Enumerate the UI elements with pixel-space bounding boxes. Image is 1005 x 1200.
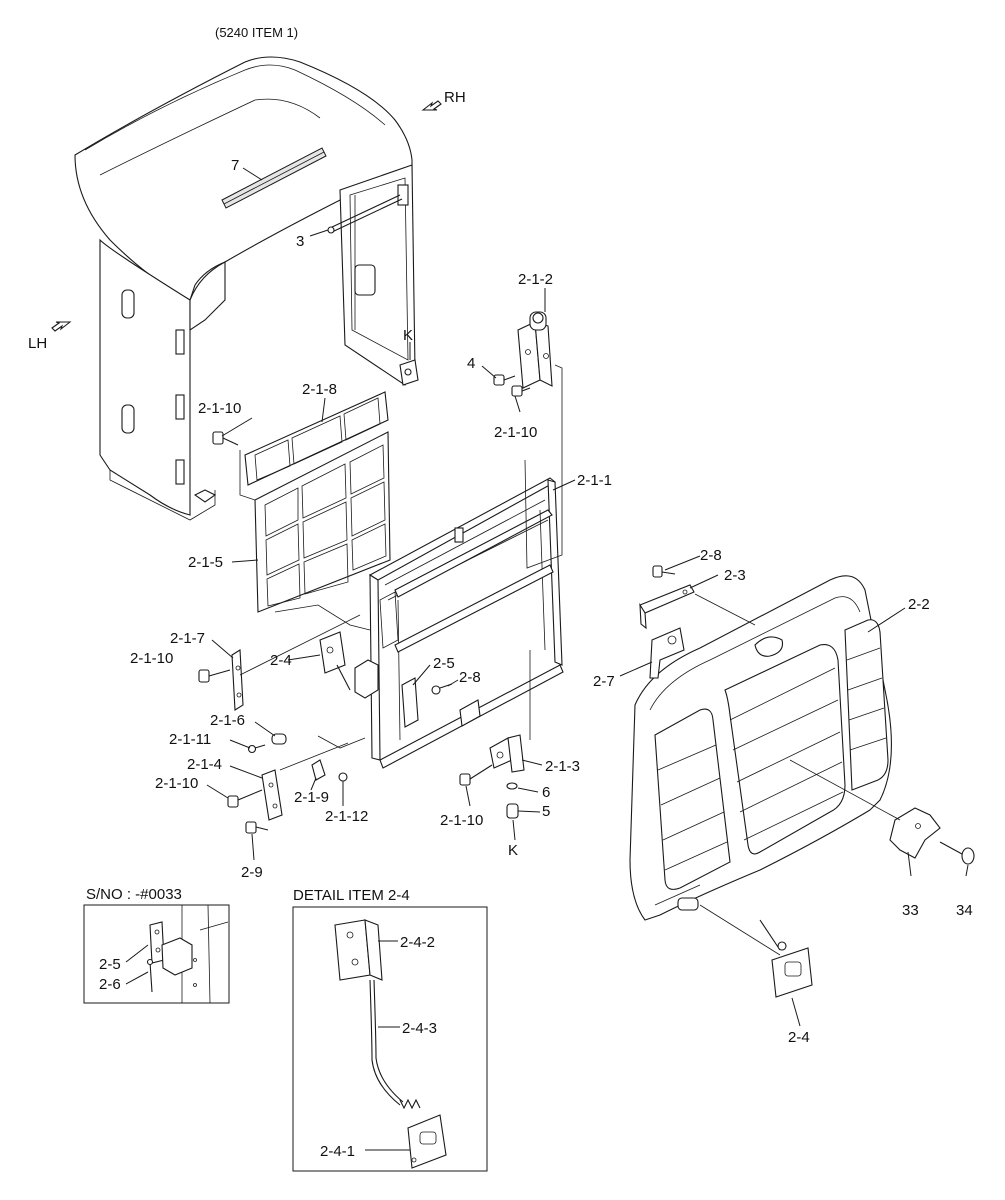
bolt-2-1-10-b xyxy=(212,431,239,446)
callout-2-1-10-a: 2-1-10 xyxy=(494,424,537,441)
screen-2-1-8 xyxy=(244,391,389,486)
hinge-2-1-3 xyxy=(489,734,525,773)
pin-2-1-6 xyxy=(271,733,287,745)
callout-detail-2-4-3: 2-4-3 xyxy=(402,1020,437,1037)
detail-box xyxy=(292,906,488,1172)
callout-2-3: 2-3 xyxy=(724,567,746,584)
callout-2-1-10-e: 2-1-10 xyxy=(440,812,483,829)
callout-4: 4 xyxy=(467,355,475,372)
nut-2-1-12 xyxy=(338,772,348,782)
callout-2-1-8: 2-1-8 xyxy=(302,381,337,398)
bolt-2-1-10-d xyxy=(227,789,263,808)
callout-k-top: K xyxy=(403,327,413,344)
callout-33: 33 xyxy=(902,902,919,919)
latch-2-4 xyxy=(319,631,351,691)
callout-detail-2-4-1: 2-4-1 xyxy=(320,1143,355,1160)
screen-2-1-5 xyxy=(254,431,391,613)
callout-2-8-b: 2-8 xyxy=(459,669,481,686)
cab-enclosure xyxy=(74,56,419,521)
rh-arrow-icon xyxy=(421,100,442,111)
callout-2-1-7: 2-1-7 xyxy=(170,630,205,647)
callout-2-8-a: 2-8 xyxy=(700,547,722,564)
screw-2-1-11 xyxy=(247,744,266,754)
callout-2-2: 2-2 xyxy=(908,596,930,613)
callout-2-1-10-c: 2-1-10 xyxy=(130,650,173,667)
callout-k-bottom: K xyxy=(508,842,518,859)
bolt-2-1-10-e xyxy=(459,764,493,786)
leader-lines xyxy=(206,167,969,1027)
bolt-34 xyxy=(939,841,975,865)
callout-2-1-10-b: 2-1-10 xyxy=(198,400,241,417)
callout-2-7: 2-7 xyxy=(593,673,615,690)
callout-3: 3 xyxy=(296,233,304,250)
bracket-2-3 xyxy=(639,584,695,630)
serial-box-title: S/NO : -#0033 xyxy=(86,886,182,903)
bracket-2-1-4 xyxy=(261,769,283,821)
plate-33 xyxy=(889,807,941,859)
callout-2-1-12: 2-1-12 xyxy=(325,808,368,825)
bolt-2-8-a xyxy=(652,565,676,578)
callout-34: 34 xyxy=(956,902,973,919)
striker-2-5 xyxy=(354,659,453,728)
callout-2-9: 2-9 xyxy=(241,864,263,881)
callout-2-1-11: 2-1-11 xyxy=(169,731,211,748)
callout-2-1-3: 2-1-3 xyxy=(545,758,580,775)
bolt-2-1-10-a xyxy=(511,385,531,397)
callout-detail-2-4-2: 2-4-2 xyxy=(400,934,435,951)
callout-5: 5 xyxy=(542,803,550,820)
callout-2-4-b: 2-4 xyxy=(788,1029,810,1046)
lh-arrow-icon xyxy=(51,321,72,332)
bushing-5 xyxy=(506,803,519,819)
hinge-2-1-2 xyxy=(517,311,553,389)
reference-label: (5240 ITEM 1) xyxy=(215,25,298,40)
grille-2-2 xyxy=(629,575,892,921)
bracket-2-1-7 xyxy=(231,649,244,711)
lh-direction-label: LH xyxy=(28,335,47,352)
callout-2-1-10-d: 2-1-10 xyxy=(155,775,198,792)
bolt-4 xyxy=(493,374,516,386)
callout-2-1-5: 2-1-5 xyxy=(188,554,223,571)
detail-box-title: DETAIL ITEM 2-4 xyxy=(293,887,410,904)
callout-7: 7 xyxy=(231,157,239,174)
serial-box xyxy=(83,904,230,1004)
clip-2-1-9 xyxy=(311,759,326,781)
latch-2-4-grille xyxy=(759,919,813,998)
callout-2-1-1: 2-1-1 xyxy=(577,472,612,489)
callout-serial-2-6: 2-6 xyxy=(99,976,121,993)
callout-2-4-a: 2-4 xyxy=(270,652,292,669)
bracket-2-7 xyxy=(649,627,685,679)
callout-2-5-a: 2-5 xyxy=(433,655,455,672)
callout-2-1-4: 2-1-4 xyxy=(187,756,222,773)
bolt-2-9 xyxy=(245,821,269,834)
callout-2-1-2: 2-1-2 xyxy=(518,271,553,288)
bolt-2-1-10-c xyxy=(198,669,231,683)
callout-serial-2-5: 2-5 xyxy=(99,956,121,973)
callout-2-1-9: 2-1-9 xyxy=(294,789,329,806)
callout-2-1-6: 2-1-6 xyxy=(210,712,245,729)
frame-2-1-1 xyxy=(368,477,564,769)
callout-6: 6 xyxy=(542,784,550,801)
ring-6 xyxy=(506,782,518,790)
rh-direction-label: RH xyxy=(444,89,466,106)
